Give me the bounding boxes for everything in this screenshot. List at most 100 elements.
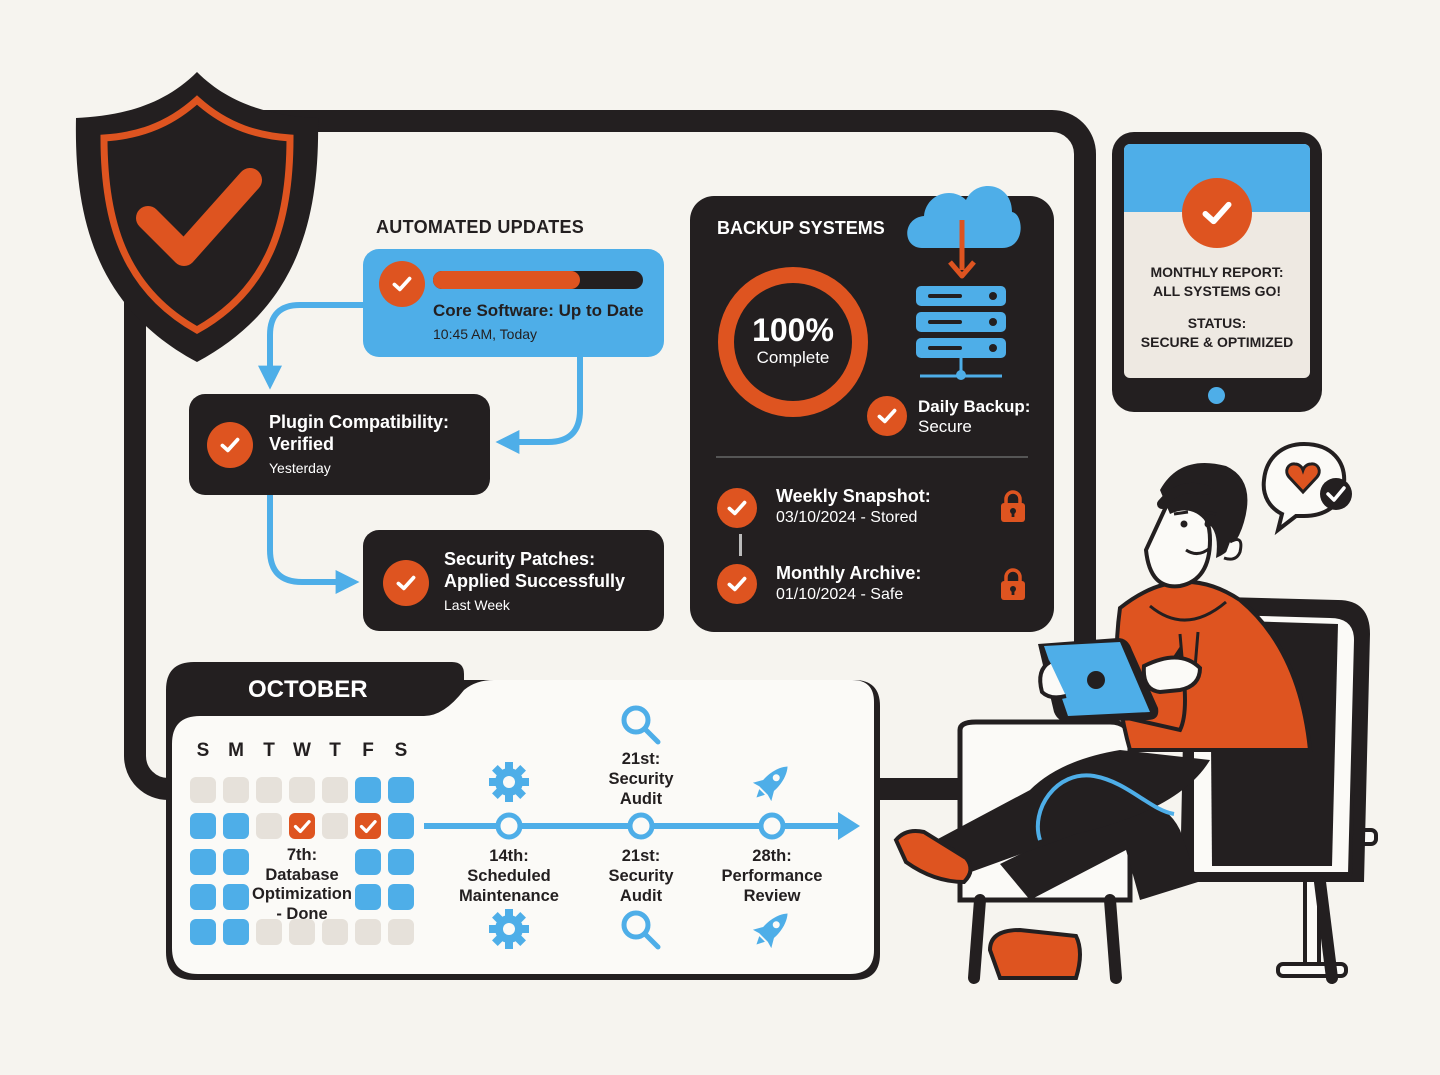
person-with-tablet-illustration: [893, 441, 1378, 984]
shield-icon: [75, 72, 319, 362]
check-icon: [1182, 178, 1252, 248]
report-status-label: STATUS:: [1187, 315, 1247, 331]
report-line1: MONTHLY REPORT:: [1150, 264, 1284, 280]
report-screen: MONTHLY REPORT: ALL SYSTEMS GO! STATUS: …: [1124, 144, 1310, 378]
calendar-day[interactable]: [256, 919, 282, 945]
check-icon: [379, 261, 425, 307]
update-card-plugin[interactable]: Plugin Compatibility: Verified Yesterday: [189, 394, 490, 495]
event-date: 28th:: [752, 847, 792, 865]
event-date: 14th:: [489, 847, 529, 865]
calendar-day[interactable]: [223, 919, 249, 945]
backup-panel: BACKUP SYSTEMS Weekly Snapshot: 03/10/20…: [690, 196, 1054, 632]
calendar-day[interactable]: [388, 813, 414, 839]
event-label-line2: Maintenance: [459, 887, 559, 905]
calendar-day[interactable]: [388, 849, 414, 875]
calendar-day-completed[interactable]: [289, 813, 315, 839]
backup-progress-ring: [718, 267, 868, 417]
timeline-top-label-line1: 21st:: [621, 750, 661, 768]
calendar-day[interactable]: [388, 919, 414, 945]
calendar-day-header: T: [329, 740, 341, 761]
calendar-day[interactable]: [355, 919, 381, 945]
security-update-title-line1: Security Patches:: [444, 549, 596, 569]
calendar-day[interactable]: [256, 777, 282, 803]
timeline-top-label: 21st: Security Audit: [576, 749, 706, 809]
calendar-day[interactable]: [190, 777, 216, 803]
event-label-line1: Performance: [721, 867, 823, 885]
timeline: [424, 705, 860, 950]
update-card-core[interactable]: Core Software: Up to Date 10:45 AM, Toda…: [363, 249, 664, 357]
calendar-month: OCTOBER: [248, 676, 368, 703]
daily-backup-status: Secure: [918, 417, 972, 436]
core-update-title: Core Software: Up to Date: [433, 301, 644, 320]
calendar-note: 7th: Database Optimization - Done: [237, 846, 367, 924]
check-icon: [359, 820, 377, 834]
update-progress-fill: [433, 271, 580, 289]
calendar-day[interactable]: [223, 884, 249, 910]
calendar-day[interactable]: [223, 813, 249, 839]
calendar-day-completed[interactable]: [355, 813, 381, 839]
check-icon: [207, 422, 253, 468]
calendar-note-line2: Database: [265, 865, 339, 884]
calendar-day[interactable]: [388, 777, 414, 803]
report-line2: ALL SYSTEMS GO!: [1152, 283, 1282, 299]
calendar-day[interactable]: [190, 884, 216, 910]
automated-updates-title: AUTOMATED UPDATES: [376, 217, 585, 237]
calendar-day[interactable]: [355, 884, 381, 910]
calendar-note-line1: 7th:: [286, 846, 318, 864]
calendar-day[interactable]: [289, 919, 315, 945]
calendar-day[interactable]: [223, 849, 249, 875]
calendar-day[interactable]: [289, 777, 315, 803]
calendar-day[interactable]: [355, 777, 381, 803]
calendar-day[interactable]: [322, 813, 348, 839]
calendar-day[interactable]: [256, 813, 282, 839]
calendar-day[interactable]: [190, 813, 216, 839]
calendar-note-line3: Optimization: [252, 885, 352, 903]
core-update-time: 10:45 AM, Today: [433, 326, 538, 342]
calendar-day[interactable]: [190, 849, 216, 875]
timeline-top-label-line3: Audit: [619, 790, 663, 808]
calendar-day[interactable]: [322, 919, 348, 945]
calendar-day-header: S: [196, 740, 210, 761]
backup-percent-label: Complete: [756, 348, 830, 367]
event-label-line1: Security: [608, 867, 674, 885]
check-icon: [293, 820, 311, 834]
calendar-day[interactable]: [355, 849, 381, 875]
check-icon: [867, 396, 907, 436]
calendar-day-header: M: [228, 740, 244, 761]
rocket-icon: [752, 766, 788, 802]
backup-percent: 100%: [752, 312, 834, 348]
calendar-day[interactable]: [190, 919, 216, 945]
daily-backup-title: Daily Backup:: [918, 397, 1031, 416]
calendar-day[interactable]: [223, 777, 249, 803]
event-label-line2: Review: [743, 887, 801, 905]
calendar-day-header: S: [394, 740, 408, 761]
event-label-line2: Audit: [619, 887, 663, 905]
calendar-day[interactable]: [388, 884, 414, 910]
report-status-value: SECURE & OPTIMIZED: [1140, 334, 1294, 350]
update-card-security[interactable]: Security Patches: Applied Successfully L…: [363, 530, 664, 631]
plugin-update-time: Yesterday: [269, 460, 331, 476]
weekly-snapshot-date: 03/10/2024 - Stored: [776, 509, 918, 526]
timeline-event-security-audit[interactable]: 21st: Security Audit: [576, 846, 706, 906]
rocket-icon: [752, 913, 788, 949]
check-icon: [717, 488, 757, 528]
monthly-archive-date: 01/10/2024 - Safe: [776, 586, 904, 603]
security-update-time: Last Week: [444, 597, 510, 613]
calendar-day[interactable]: [322, 777, 348, 803]
backup-timeline-link: [739, 534, 742, 556]
event-date: 21st:: [621, 847, 661, 865]
timeline-event-maintenance[interactable]: 14th: Scheduled Maintenance: [444, 846, 574, 906]
cloud-server-icon: [907, 186, 1021, 380]
lock-icon: [1001, 490, 1025, 522]
weekly-snapshot-title: Weekly Snapshot:: [776, 486, 931, 506]
check-icon: [383, 560, 429, 606]
plugin-update-title-line2: Verified: [269, 434, 335, 454]
calendar-note-line4: - Done: [276, 904, 328, 923]
event-label-line1: Scheduled: [467, 867, 551, 885]
backup-divider: [716, 456, 1028, 458]
security-update-title-line2: Applied Successfully: [444, 571, 626, 591]
timeline-event-performance-review[interactable]: 28th: Performance Review: [707, 846, 837, 906]
magnifier-icon: [621, 705, 661, 745]
